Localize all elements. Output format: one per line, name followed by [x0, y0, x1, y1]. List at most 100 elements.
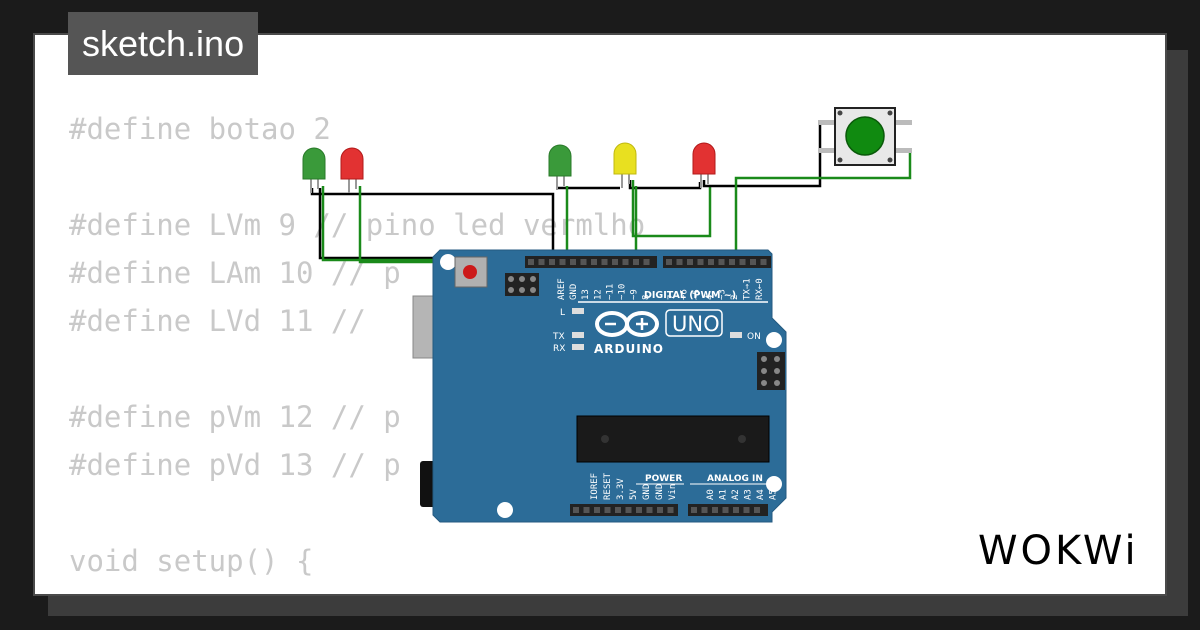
code-line: #define pVm 12 // p	[69, 400, 401, 434]
rx-label: RX	[553, 344, 565, 354]
pin-hole[interactable]	[622, 259, 629, 265]
pin-hole[interactable]	[643, 259, 650, 265]
pin-label: ~5	[692, 289, 702, 300]
pin-hole[interactable]	[636, 507, 642, 513]
pin-label: 8	[642, 295, 652, 300]
pin-hole[interactable]	[739, 259, 746, 265]
wokwi-logo: WOKWi	[978, 528, 1139, 574]
pin-label: 2	[730, 295, 740, 300]
wire-led4	[631, 180, 712, 238]
pin-label: 3.3V	[616, 478, 626, 500]
pin-hole[interactable]	[667, 507, 674, 513]
pin-label: A0	[706, 489, 716, 500]
wire-gnd-3	[628, 180, 702, 190]
pin-hole[interactable]	[691, 507, 697, 513]
pin-label: A2	[731, 489, 741, 500]
pin-label: Vin	[668, 484, 678, 500]
tx-label: TX	[552, 332, 565, 342]
pin-hole[interactable]	[657, 507, 663, 513]
file-title-tab: sketch.ino	[68, 12, 259, 75]
on-label: ON	[747, 332, 761, 342]
code-line: #define LAm 10 // p	[69, 256, 401, 290]
pin-hole[interactable]	[580, 259, 587, 265]
code-line: #define LVd 11 //	[69, 304, 366, 338]
pin-hole[interactable]	[604, 507, 611, 513]
pin-hole[interactable]	[633, 259, 639, 265]
led-red-2[interactable]	[692, 142, 716, 188]
model-label: UNO	[672, 312, 720, 336]
pin-label: TX→1	[743, 278, 753, 300]
pin-hole[interactable]	[754, 507, 760, 513]
pin-label: A1	[719, 489, 729, 500]
pin-label: 7	[667, 295, 677, 300]
led-yellow[interactable]	[613, 142, 637, 188]
pin-label: ~3	[717, 289, 727, 300]
pin-hole[interactable]	[573, 507, 579, 513]
led-green-1[interactable]	[302, 147, 326, 193]
arduino-logo	[595, 311, 659, 337]
pin-hole[interactable]	[687, 259, 693, 265]
pin-label: 4	[705, 295, 715, 300]
pin-hole[interactable]	[743, 507, 750, 513]
code-line: void setup() {	[69, 544, 314, 578]
pin-hole[interactable]	[676, 259, 683, 265]
pin-hole[interactable]	[718, 259, 725, 265]
pin-hole[interactable]	[549, 259, 555, 265]
pin-hole[interactable]	[570, 259, 576, 265]
pin-hole[interactable]	[559, 259, 566, 265]
pin-label: ~9	[630, 289, 640, 300]
pin-hole[interactable]	[712, 507, 718, 513]
pin-hole[interactable]	[528, 259, 534, 265]
pin-hole[interactable]	[594, 507, 600, 513]
pin-hole[interactable]	[615, 507, 621, 513]
pin-hole[interactable]	[646, 507, 653, 513]
led-green-2[interactable]	[548, 144, 572, 190]
pin-label: ~6	[680, 289, 690, 300]
pushbutton[interactable]	[818, 107, 912, 166]
pin-label: GND	[655, 484, 665, 500]
brand-label: ARDUINO	[594, 342, 664, 356]
pin-hole[interactable]	[722, 507, 729, 513]
code-line: #define pVd 13 // p	[69, 448, 401, 482]
pin-hole[interactable]	[750, 259, 756, 265]
pin-label: RX←0	[755, 278, 765, 300]
pin-label: IOREF	[590, 473, 600, 500]
pin-label: ~11	[605, 284, 615, 300]
power-label: POWER	[645, 474, 682, 484]
pin-hole[interactable]	[583, 507, 590, 513]
analog-label: ANALOG IN	[707, 474, 763, 484]
pin-hole[interactable]	[701, 507, 708, 513]
pin-hole[interactable]	[733, 507, 739, 513]
pin-hole[interactable]	[591, 259, 597, 265]
pin-label: AREF	[557, 278, 567, 300]
pin-hole[interactable]	[760, 259, 767, 265]
digital-label: DIGITAL (PWM ~)	[644, 290, 736, 301]
pin-label: 12	[593, 289, 603, 300]
code-line: #define botao 2	[69, 112, 331, 146]
pin-hole[interactable]	[666, 259, 672, 265]
wire-btn-signal	[734, 150, 912, 266]
pin-label: 5V	[629, 489, 639, 500]
pin-label: 13	[581, 289, 591, 300]
pin-hole[interactable]	[729, 259, 735, 265]
pin-label: ~10	[618, 284, 628, 300]
pin-label: GND	[569, 284, 579, 300]
pin-hole[interactable]	[538, 259, 545, 265]
pin-label: GND	[642, 484, 652, 500]
pin-hole[interactable]	[697, 259, 704, 265]
wires	[310, 124, 912, 266]
wire-btn-gnd	[702, 124, 822, 188]
l-label: L	[560, 308, 565, 318]
code-line: pi t(	[69, 585, 645, 594]
pin-hole[interactable]	[708, 259, 714, 265]
pin-hole[interactable]	[612, 259, 618, 265]
pin-label: A3	[744, 489, 754, 500]
pin-label: RESET	[603, 472, 613, 500]
pin-hole[interactable]	[625, 507, 632, 513]
wire-gnd-2	[318, 188, 553, 260]
led-red-1[interactable]	[340, 147, 364, 193]
pin-hole[interactable]	[601, 259, 608, 265]
pin-label: A4	[756, 489, 766, 500]
